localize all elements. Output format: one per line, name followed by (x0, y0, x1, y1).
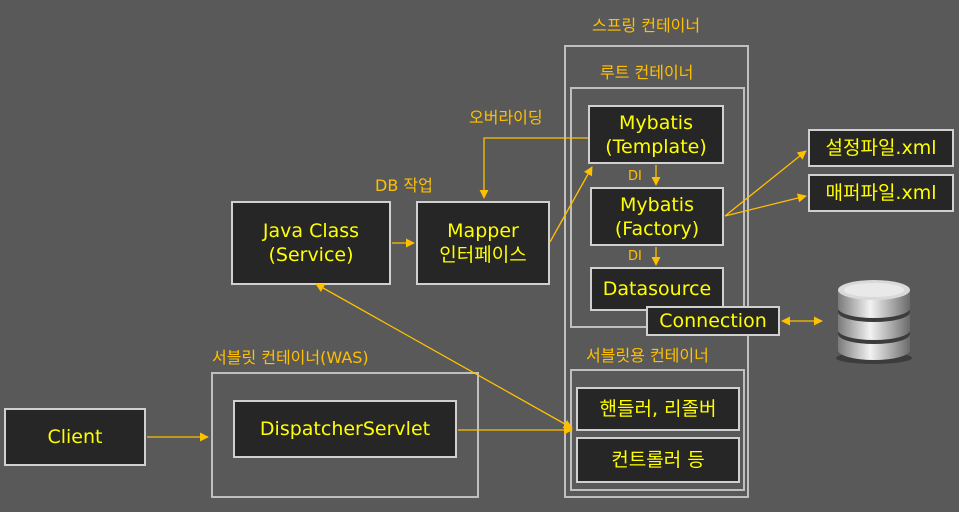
mybatis-factory-box: Mybatis (Factory) (590, 187, 724, 246)
arrow-template-override-mapper (479, 137, 588, 199)
servlet-container-label: 서블릿용 컨테이너 (586, 346, 709, 365)
client-box: Client (4, 408, 146, 466)
mapper-line1: Mapper (447, 220, 519, 242)
mybatis-factory-line1: Mybatis (620, 193, 694, 216)
mybatis-template-box: Mybatis (Template) (588, 105, 724, 164)
datasource-text: Datasource (602, 278, 712, 300)
override-label: 오버라이딩 (469, 108, 543, 127)
spring-container-frame (564, 45, 749, 498)
handler-resolver-box: 핸들러, 리졸버 (576, 387, 740, 431)
db-work-label: DB 작업 (375, 176, 433, 195)
arrow-mapper-to-template (549, 166, 593, 243)
arrow-factory-to-mapper-xml (724, 193, 807, 217)
mybatis-template-line1: Mybatis (619, 111, 693, 134)
client-text: Client (47, 426, 103, 448)
config-xml-text: 설정파일.xml (825, 137, 937, 159)
arrow-handler-java-bidirectional (315, 283, 573, 429)
config-xml-box: 설정파일.xml (808, 129, 954, 167)
controller-box: 컨트롤러 등 (576, 437, 740, 483)
mybatis-factory-line2: (Factory) (614, 217, 700, 240)
di-label-factory-datasource: DI (628, 249, 642, 264)
database-icon (836, 280, 912, 364)
root-container-label: 루트 컨테이너 (600, 63, 694, 82)
mapper-xml-box: 매퍼파일.xml (808, 174, 954, 212)
arrow-factory-to-config-xml (724, 150, 807, 217)
datasource-box: Datasource (590, 267, 724, 311)
mapper-xml-text: 매퍼파일.xml (825, 182, 937, 204)
java-class-service-box: Java Class (Service) (231, 201, 391, 285)
mybatis-template-line2: (Template) (605, 135, 707, 158)
connection-box: Connection (646, 306, 780, 336)
controller-text: 컨트롤러 등 (611, 449, 705, 471)
di-label-template-factory: DI (628, 169, 642, 184)
java-class-line1: Java Class (262, 220, 360, 242)
connection-text: Connection (659, 310, 767, 332)
java-class-line2: (Service) (268, 244, 354, 266)
dispatcher-servlet-box: DispatcherServlet (233, 400, 457, 458)
mapper-line2: 인터페이스 (439, 244, 527, 266)
handler-resolver-text: 핸들러, 리졸버 (599, 398, 717, 420)
spring-container-label: 스프링 컨테이너 (592, 16, 701, 35)
